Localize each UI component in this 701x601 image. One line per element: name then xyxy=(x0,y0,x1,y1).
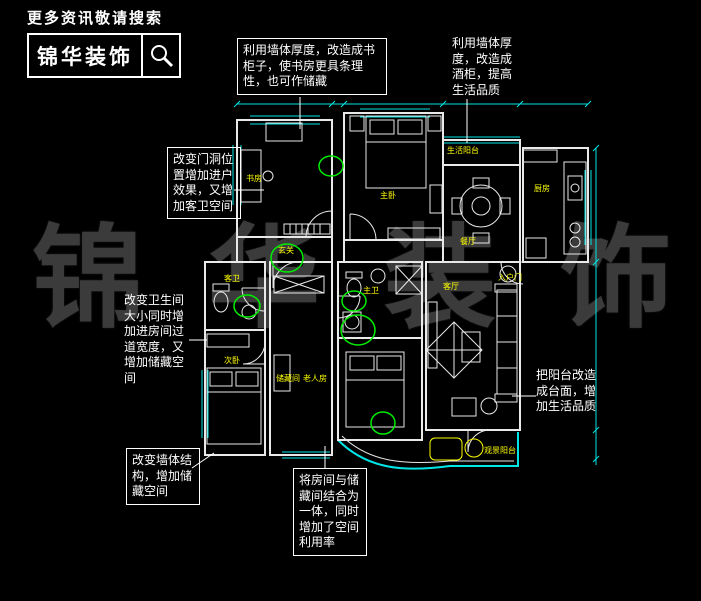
callout-entry-door: 改变门洞位置增加进户效果，又增加客卫空间 xyxy=(167,147,241,220)
watermark-char: 饰 xyxy=(560,218,672,342)
room-labels: 书房 主卧 餐厅 厨房 生活阳台 玄关 客卫 主卫 次卧 储藏间 老人房 客厅 … xyxy=(224,145,550,455)
room-label-study: 书房 xyxy=(246,173,262,183)
walls-layer xyxy=(204,112,589,464)
search-magnifier-icon xyxy=(143,33,181,78)
search-hint-text: 更多资讯敬请搜索 xyxy=(27,10,164,27)
callout-room-merge: 将房间与储藏间结合为一体，同时增加了空间利用率 xyxy=(293,468,367,556)
room-label-entry: 玄关 xyxy=(278,245,294,255)
room-label-living: 客厅 xyxy=(443,281,459,291)
callout-wine-cabinet: 利用墙体厚度，改造成酒柜，提高生活品质 xyxy=(452,36,513,97)
annotation-circles xyxy=(233,155,396,435)
room-label-dining: 餐厅 xyxy=(460,237,476,246)
room-label-kitchen: 厨房 xyxy=(534,183,550,193)
room-label-elder-room: 老人房 xyxy=(303,373,327,383)
balcony-furniture xyxy=(429,437,484,461)
dimension-lines xyxy=(233,100,600,465)
room-label-entry-door: 入户门 xyxy=(498,272,522,282)
furniture-layer xyxy=(206,115,587,445)
callout-bathroom-resize: 改变卫生间大小同时增加进房间过道宽度，又增加储藏空间 xyxy=(124,293,185,385)
room-label-guest-bath: 客卫 xyxy=(224,273,240,283)
brand-logo-text: 锦华装饰 xyxy=(27,33,143,78)
window-lines xyxy=(201,108,592,470)
room-label-second-bedroom: 次卧 xyxy=(224,355,240,365)
room-label-storage: 储藏间 xyxy=(276,373,300,383)
room-label-view-balcony: 观景阳台 xyxy=(484,445,516,455)
room-label-master-bath: 主卫 xyxy=(363,285,379,295)
brand-logo: 锦华装饰 xyxy=(27,33,181,78)
callout-study-bookshelf: 利用墙体厚度，改造成书柜子，使书房更具条理性，也可作储藏 xyxy=(237,38,387,95)
room-label-service-balcony: 生活阳台 xyxy=(447,145,479,155)
callout-wall-storage: 改变墙体结构，增加储藏空间 xyxy=(126,448,200,505)
watermark-char: 锦 xyxy=(32,218,144,342)
leader-lines xyxy=(189,97,536,469)
room-label-master: 主卧 xyxy=(380,190,396,200)
callout-balcony-counter: 把阳台改造成台面，增加生活品质 xyxy=(536,368,597,414)
